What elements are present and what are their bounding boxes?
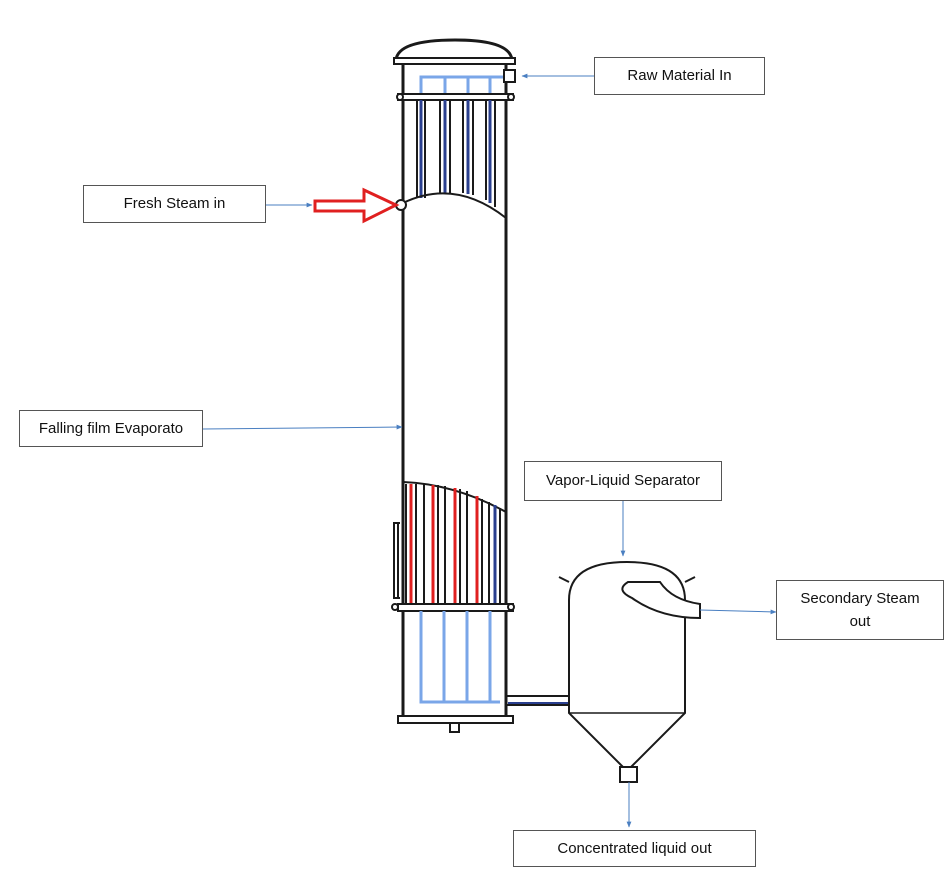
raw-material-in-text: Raw Material In — [627, 67, 732, 84]
separator-body — [568, 560, 686, 768]
bottom-tube-extensions — [419, 611, 500, 704]
liquid-outlet-nozzle — [619, 766, 638, 783]
lower-tube-bundle — [405, 484, 501, 612]
vapor-liquid-separator — [558, 560, 701, 783]
secondary-steam-out-text-line1: Secondary Steam — [800, 590, 920, 607]
vapor-liquid-separator-text: Vapor-Liquid Separator — [546, 472, 700, 489]
evaporator-column — [391, 38, 516, 733]
leader-lines — [202, 73, 777, 828]
raw-material-nozzle — [503, 69, 516, 83]
fresh-steam-arrow — [313, 187, 400, 224]
falling-film-evaporator-text: Falling film Evaporato — [38, 419, 184, 437]
secondary-steam-out-label: Secondary Steam out — [776, 580, 944, 640]
leader-secondary-steam — [699, 609, 777, 615]
lower-tube-sheet — [397, 603, 514, 612]
upper-tube-sheet — [397, 93, 514, 101]
top-dome — [394, 38, 514, 62]
upper-cutaway-curve — [402, 192, 507, 219]
concentrated-liquid-out-text: Concentrated liquid out — [557, 839, 712, 857]
bottom-drain — [449, 722, 460, 733]
bottom-flange — [397, 715, 514, 724]
vapor-liquid-separator-label: Vapor-Liquid Separator — [524, 461, 722, 501]
raw-material-in-label: Raw Material In — [594, 57, 765, 95]
leader-falling-film — [202, 424, 403, 430]
falling-film-evaporator-label: Falling film Evaporato — [19, 410, 203, 447]
concentrated-liquid-out-label: Concentrated liquid out — [513, 830, 756, 867]
fresh-steam-in-text: Fresh Steam in — [123, 195, 226, 212]
secondary-steam-pipe — [621, 581, 701, 620]
top-flange — [393, 57, 516, 65]
secondary-steam-out-text-line2: out — [849, 613, 871, 630]
fresh-steam-in-label: Fresh Steam in — [83, 185, 266, 223]
upper-tube-bundle — [416, 100, 496, 207]
